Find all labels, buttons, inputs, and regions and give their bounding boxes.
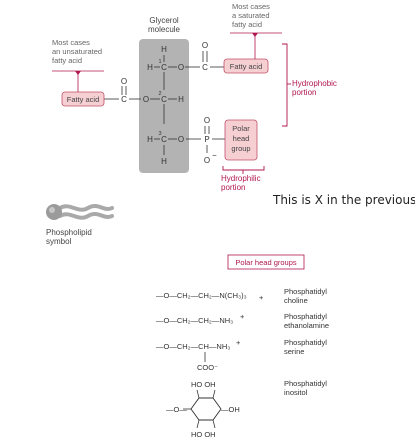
svg-text:C: C bbox=[121, 95, 127, 104]
hydrophobic-label-1: Hydrophobic bbox=[292, 79, 337, 88]
phospholipid-symbol-icon bbox=[46, 204, 114, 220]
polar-head-label-3: group bbox=[231, 144, 250, 153]
svg-text:O: O bbox=[143, 95, 149, 104]
head-group-name-serine-2: serine bbox=[284, 347, 304, 356]
hydrophilic-label-2: portion bbox=[221, 183, 245, 192]
saturated-note-3: fatty acid bbox=[232, 20, 262, 29]
svg-text:H: H bbox=[147, 135, 153, 144]
svg-text:C: C bbox=[161, 135, 167, 144]
head-group-name-serine-1: Phosphatidyl bbox=[284, 338, 327, 347]
unsaturated-note-3: fatty acid bbox=[52, 56, 82, 65]
carbon-number-1: 1 bbox=[158, 59, 161, 65]
svg-text:O: O bbox=[121, 77, 127, 86]
head-group-formula-ethanolamine: —O—CH₂—CH₂—NH₃ bbox=[156, 316, 233, 325]
hydrophobic-bracket bbox=[282, 43, 288, 127]
phosphorus-atom: P bbox=[204, 135, 209, 144]
polar-head-groups-title: Polar head groups bbox=[235, 258, 297, 267]
svg-text:H: H bbox=[161, 157, 167, 166]
phospholipid-symbol-label-1: Phospholipid bbox=[46, 228, 92, 237]
polar-head-label-1: Polar bbox=[232, 124, 250, 133]
svg-text:C: C bbox=[202, 63, 208, 72]
svg-text:C: C bbox=[161, 95, 167, 104]
carbon-number-3: 3 bbox=[158, 131, 161, 137]
head-group-name-inositol-1: Phosphatidyl bbox=[284, 379, 327, 388]
svg-text:O: O bbox=[202, 41, 208, 50]
fatty-acid-label-saturated: Fatty acid bbox=[230, 62, 263, 71]
svg-text:+: + bbox=[236, 338, 241, 347]
svg-text:H: H bbox=[178, 95, 184, 104]
side-note: This is X in the previous bbox=[273, 193, 415, 207]
svg-text:O: O bbox=[204, 156, 210, 165]
inositol-ring bbox=[190, 397, 222, 421]
head-group-serine-carboxylate: COO⁻ bbox=[197, 363, 218, 372]
unsaturated-note-1: Most cases bbox=[52, 38, 90, 47]
svg-text:C: C bbox=[161, 63, 167, 72]
hydrophilic-label-1: Hydrophilic bbox=[221, 174, 261, 183]
svg-text:O: O bbox=[178, 63, 184, 72]
head-group-name-ethanolamine-2: ethanolamine bbox=[284, 321, 329, 330]
svg-text:−: − bbox=[212, 151, 217, 160]
glycerol-title-1: Glycerol bbox=[149, 16, 179, 25]
svg-text:H: H bbox=[147, 63, 153, 72]
head-group-name-choline-1: Phosphatidyl bbox=[284, 287, 327, 296]
hydrophobic-label-2: portion bbox=[292, 88, 316, 97]
polar-head-label-2: head bbox=[233, 134, 250, 143]
svg-text:O: O bbox=[204, 116, 210, 125]
saturated-note-2: a saturated bbox=[232, 11, 270, 20]
phospholipid-symbol-label-2: symbol bbox=[46, 237, 72, 246]
glycerol-title-2: molecule bbox=[148, 25, 181, 34]
inositol-top-hydroxyls: HO OH bbox=[191, 380, 216, 389]
svg-text:+: + bbox=[240, 312, 245, 321]
fatty-acid-label-unsaturated: Fatty acid bbox=[67, 95, 100, 104]
svg-text:O: O bbox=[178, 135, 184, 144]
polar-head-box bbox=[224, 119, 258, 161]
inositol-right-hydroxyl: —OH bbox=[221, 405, 240, 414]
svg-text:+: + bbox=[259, 293, 264, 302]
carbon-number-2: 2 bbox=[158, 91, 161, 97]
fatty-acid-box-unsaturated bbox=[61, 91, 105, 107]
head-group-name-ethanolamine-1: Phosphatidyl bbox=[284, 312, 327, 321]
fatty-acid-box-saturated bbox=[223, 58, 269, 74]
saturated-note-1: Most cases bbox=[232, 2, 270, 11]
hydrophilic-bracket bbox=[222, 166, 265, 171]
unsaturated-note-2: an unsaturated bbox=[52, 47, 102, 56]
atom-h-top: H bbox=[161, 45, 167, 54]
head-group-name-choline-2: choline bbox=[284, 296, 308, 305]
inositol-left-oxygen: —O— bbox=[166, 405, 187, 414]
head-group-formula-serine: —O—CH₂—CH—NH₃ bbox=[156, 342, 230, 351]
head-group-name-inositol-2: inositol bbox=[284, 388, 308, 397]
inositol-bottom-hydroxyls: HO OH bbox=[191, 430, 216, 439]
polar-head-groups-title-box bbox=[227, 254, 305, 270]
head-group-formula-choline: —O—CH₂—CH₂—N(CH₃)₃ bbox=[156, 291, 247, 300]
